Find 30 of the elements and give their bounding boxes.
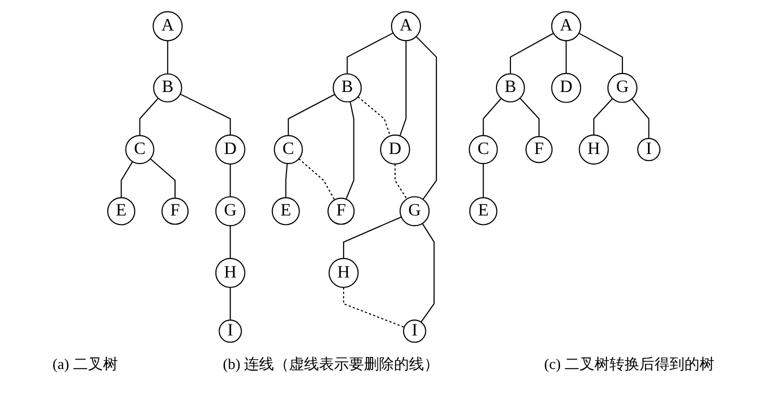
- letter-circle: F: [525, 135, 552, 163]
- letter-circle: H: [578, 134, 609, 164]
- letter-circle: B: [496, 72, 525, 102]
- letter-circle: D: [550, 72, 581, 102]
- letter-circle: B: [152, 72, 182, 102]
- letter-circle: G: [214, 196, 246, 226]
- letter-circle: C: [468, 134, 498, 164]
- letter-circle: E: [468, 196, 498, 225]
- letter-circle: A: [390, 10, 421, 41]
- letter-circle: E: [106, 196, 135, 225]
- letter-circle: E: [271, 196, 300, 225]
- letter-circle: D: [214, 134, 246, 164]
- letter-circle: G: [607, 72, 638, 102]
- letter-circle: A: [550, 10, 581, 41]
- letter-circle: F: [327, 197, 354, 224]
- figure-caption: (a) 二叉树: [52, 356, 118, 374]
- letter-circle: D: [380, 134, 410, 164]
- letter-circle: C: [124, 134, 154, 164]
- letter-circle: I: [402, 319, 426, 342]
- letter-circle: A: [152, 10, 182, 41]
- letter-circle: H: [214, 257, 246, 288]
- figure-caption: (b) 连线（虚线表示要删除的线）: [222, 356, 440, 374]
- letter-circle: I: [636, 137, 660, 161]
- letter-circle: C: [273, 134, 303, 164]
- figure-caption: (c) 二叉树转换后得到的树: [544, 356, 714, 374]
- letter-circle: I: [218, 319, 242, 342]
- letter-circle: G: [399, 196, 430, 226]
- letter-circle: F: [161, 197, 188, 224]
- letter-circle: H: [328, 257, 358, 288]
- letter-circle: B: [332, 72, 362, 102]
